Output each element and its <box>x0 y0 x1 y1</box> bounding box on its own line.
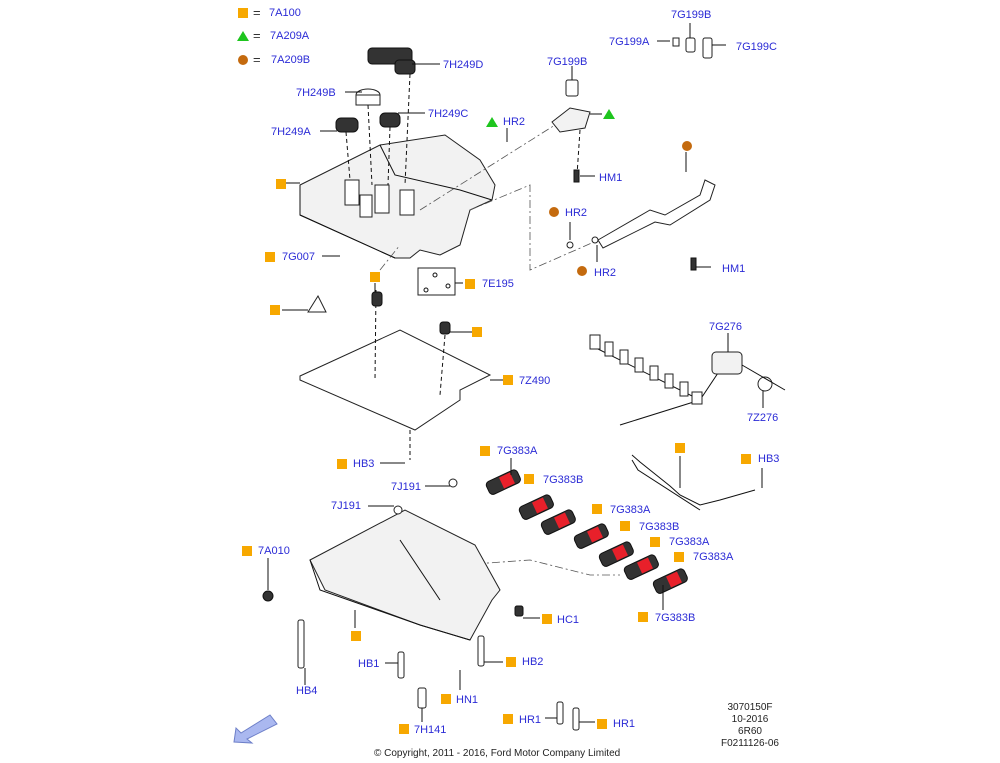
callout-7g199b-top[interactable]: 7G199B <box>671 9 712 21</box>
callout-7h249a[interactable]: 7H249A <box>271 126 311 138</box>
orange-square-icon <box>524 474 534 484</box>
callout-7g383a-1[interactable]: 7G383A <box>497 445 538 457</box>
figure-reference: F0211126-06 <box>720 738 779 749</box>
leader-lines <box>267 23 764 723</box>
callout-hm1-upper[interactable]: HM1 <box>599 172 623 184</box>
callout-7h249b[interactable]: 7H249B <box>296 87 336 99</box>
callout-hn1[interactable]: HN1 <box>456 694 479 706</box>
brown-circle-icon <box>549 207 559 217</box>
copyright-notice: © Copyright, 2011 - 2016, Ford Motor Com… <box>374 748 621 759</box>
legend-label-7a100: 7A100 <box>269 7 301 19</box>
legend-label-7a209b: 7A209B <box>271 54 311 66</box>
callout-hr1-1[interactable]: HR1 <box>519 714 542 726</box>
lower-valve-body <box>262 478 580 731</box>
callout-7a010[interactable]: 7A010 <box>258 545 290 557</box>
sensor-7g199 <box>551 37 713 183</box>
callout-hr2-brown-1[interactable]: HR2 <box>565 207 588 219</box>
orange-square-icon <box>441 694 451 704</box>
orange-square-icon <box>592 504 602 514</box>
orange-square-icon <box>650 537 660 547</box>
orange-square-icon <box>480 446 490 456</box>
callout-7g383b-3[interactable]: 7G383B <box>655 612 696 624</box>
callout-hb3-right[interactable]: HB3 <box>758 453 780 465</box>
orange-square-icon <box>370 272 380 282</box>
callout-7h141[interactable]: 7H141 <box>414 724 447 736</box>
callout-hr1-2[interactable]: HR1 <box>613 718 636 730</box>
orange-square-icon <box>472 327 482 337</box>
callout-7g199a[interactable]: 7G199A <box>609 36 650 48</box>
transmission-model: 6R60 <box>738 726 762 737</box>
callout-hm1-lower[interactable]: HM1 <box>722 263 746 275</box>
callout-7g199c[interactable]: 7G199C <box>736 41 777 53</box>
tube-assembly <box>566 179 716 271</box>
orange-square-icon <box>675 443 685 453</box>
diagram-date: 10-2016 <box>731 714 769 725</box>
callout-7g199b-mid[interactable]: 7G199B <box>547 56 588 68</box>
brown-circle-icon <box>682 141 692 151</box>
callout-hb1[interactable]: HB1 <box>358 658 380 670</box>
orange-square-icon <box>674 552 684 562</box>
separator-plate-7z490 <box>299 289 492 460</box>
legend-equals: = <box>253 28 261 43</box>
legend-square-icon <box>238 8 248 18</box>
orange-square-icon <box>465 279 475 289</box>
orange-square-icon <box>506 657 516 667</box>
legend-equals: = <box>253 52 261 67</box>
callout-hr2-brown-2[interactable]: HR2 <box>594 267 617 279</box>
legend-equals: = <box>253 5 261 20</box>
callout-7g276[interactable]: 7G276 <box>709 321 743 333</box>
callout-7z490[interactable]: 7Z490 <box>519 375 551 387</box>
diagram-info-block: 3070150F 10-2016 6R60 F0211126-06 <box>700 702 800 750</box>
orange-square-icon <box>270 305 280 315</box>
callout-7e195[interactable]: 7E195 <box>482 278 514 290</box>
callout-7j191-1[interactable]: 7J191 <box>391 481 421 493</box>
orange-square-icon <box>351 631 361 641</box>
orange-square-icon <box>276 179 286 189</box>
green-triangle-icon <box>603 109 615 119</box>
upper-valve-body <box>299 134 496 259</box>
callout-7h249d[interactable]: 7H249D <box>443 59 484 71</box>
callout-7z276[interactable]: 7Z276 <box>747 412 779 424</box>
orange-square-icon <box>503 714 513 724</box>
callout-7j191-2[interactable]: 7J191 <box>331 500 361 512</box>
solenoids-7g383 <box>485 469 688 594</box>
orange-square-icon <box>265 252 275 262</box>
callout-7g383a-4[interactable]: 7G383A <box>693 551 734 563</box>
retaining-strip <box>631 454 756 506</box>
wiring-harness-7g276 <box>589 334 786 426</box>
orange-square-icon <box>638 612 648 622</box>
callout-hb2[interactable]: HB2 <box>522 656 544 668</box>
orange-square-icon <box>620 521 630 531</box>
callout-7g383b-1[interactable]: 7G383B <box>543 474 584 486</box>
callout-7g383a-2[interactable]: 7G383A <box>610 504 651 516</box>
legend-triangle-icon <box>237 31 249 41</box>
filter-7e195 <box>417 267 456 296</box>
green-triangle-icon <box>486 117 498 127</box>
callout-hb4[interactable]: HB4 <box>296 685 318 697</box>
orange-square-icon <box>337 459 347 469</box>
orange-square-icon <box>542 614 552 624</box>
orange-square-icon <box>597 719 607 729</box>
callout-hb3-left[interactable]: HB3 <box>353 458 375 470</box>
legend-label-7a209a: 7A209A <box>270 30 310 42</box>
orange-square-icon <box>399 724 409 734</box>
orange-square-icon <box>242 546 252 556</box>
seals-7h249 <box>335 47 416 186</box>
callout-hc1[interactable]: HC1 <box>557 614 580 626</box>
back-arrow-icon[interactable] <box>232 712 280 749</box>
callout-7g007[interactable]: 7G007 <box>282 251 316 263</box>
orange-square-icon <box>503 375 513 385</box>
callout-7h249c[interactable]: 7H249C <box>428 108 469 120</box>
callout-7g383a-3[interactable]: 7G383A <box>669 536 710 548</box>
orange-square-icon <box>741 454 751 464</box>
callout-hr2-green[interactable]: HR2 <box>503 116 526 128</box>
brown-circle-icon <box>577 266 587 276</box>
legend-circle-icon <box>238 55 248 65</box>
diagram-number: 3070150F <box>727 702 773 713</box>
callout-7g383b-2[interactable]: 7G383B <box>639 521 680 533</box>
